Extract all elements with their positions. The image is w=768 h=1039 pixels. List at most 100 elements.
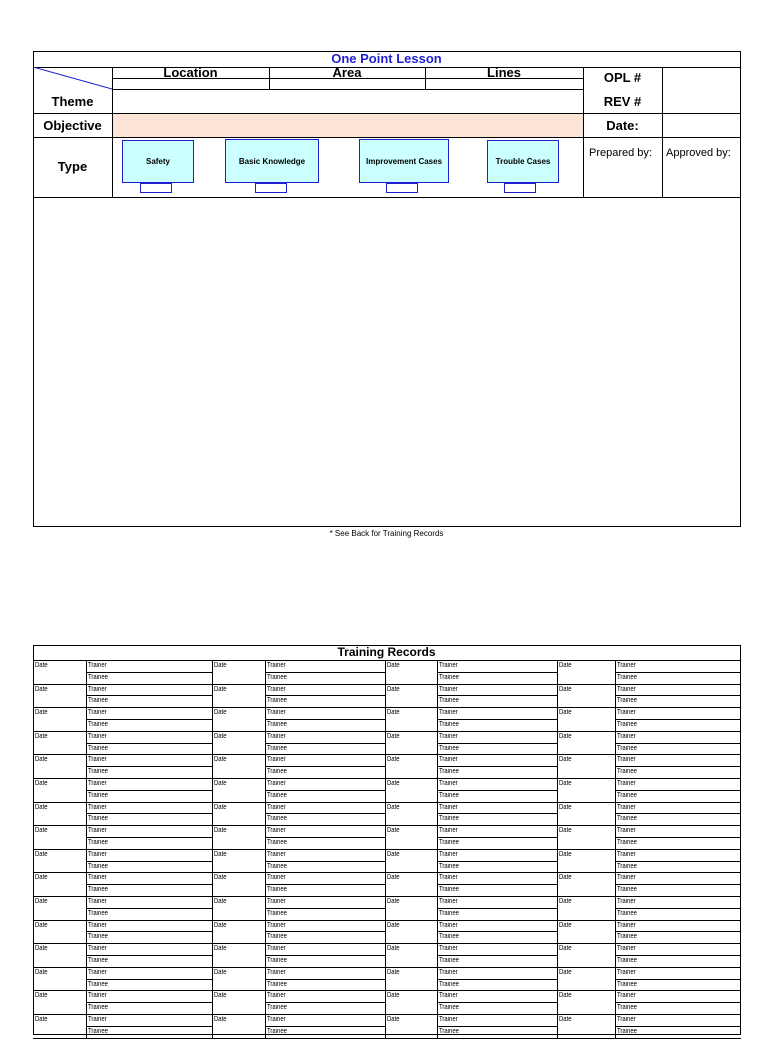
type-basic-knowledge-box: Basic Knowledge xyxy=(225,139,319,183)
record-trainer-label: Trainer xyxy=(439,968,458,976)
record-date-label: Date xyxy=(559,1016,572,1023)
record-date-label: Date xyxy=(35,921,48,929)
record-trainee-label: Trainee xyxy=(267,697,287,705)
record-date-label: Date xyxy=(35,780,48,787)
record-trainee-label: Trainee xyxy=(617,933,637,941)
footnote: * See Back for Training Records xyxy=(329,529,444,538)
lines-field[interactable] xyxy=(426,79,582,89)
rev-number-field[interactable] xyxy=(663,114,740,137)
type-trouble-cases-label: Trouble Cases xyxy=(495,157,551,166)
record-trainer-label: Trainer xyxy=(267,685,286,693)
area-field[interactable] xyxy=(270,79,424,89)
record-trainee-label: Trainee xyxy=(88,744,108,752)
type-trouble-cases-box: Trouble Cases xyxy=(487,140,559,183)
record-date-label: Date xyxy=(387,827,400,835)
lesson-content-area[interactable] xyxy=(34,198,740,526)
record-trainee-label: Trainee xyxy=(88,862,108,870)
record-trainer-label: Trainer xyxy=(617,992,636,1000)
record-date-label: Date xyxy=(387,756,400,764)
type-safety-checkbox[interactable] xyxy=(140,183,172,193)
opl-number-field[interactable] xyxy=(663,68,740,113)
record-trainee-label: Trainee xyxy=(267,815,287,823)
record-date-label: Date xyxy=(35,1016,48,1023)
record-trainee-label: Trainee xyxy=(439,862,459,870)
record-trainer-label: Trainer xyxy=(267,921,286,929)
record-trainee-label: Trainee xyxy=(617,744,637,752)
record-trainer-label: Trainer xyxy=(439,827,458,835)
record-trainer-label: Trainer xyxy=(267,803,286,811)
record-date-label: Date xyxy=(214,874,227,882)
location-field[interactable] xyxy=(113,79,268,89)
record-trainer-label: Trainer xyxy=(267,827,286,835)
record-trainer-label: Trainer xyxy=(267,1016,286,1023)
objective-label: Objective xyxy=(43,118,102,133)
record-trainee-label: Trainee xyxy=(267,839,287,846)
record-trainee-label: Trainee xyxy=(267,909,287,917)
record-trainer-label: Trainer xyxy=(439,709,458,717)
record-trainer-label: Trainer xyxy=(88,945,107,953)
type-improvement-cases-checkbox[interactable] xyxy=(386,183,418,193)
record-trainer-label: Trainer xyxy=(439,756,458,764)
record-trainer-label: Trainer xyxy=(617,968,636,976)
record-trainer-label: Trainer xyxy=(267,945,286,953)
record-trainer-label: Trainer xyxy=(439,850,458,858)
record-trainee-label: Trainee xyxy=(267,1027,287,1035)
record-date-label: Date xyxy=(387,874,400,882)
record-trainer-label: Trainer xyxy=(88,662,107,669)
record-trainer-label: Trainer xyxy=(88,780,107,787)
record-trainer-label: Trainer xyxy=(267,732,286,740)
record-trainee-label: Trainee xyxy=(88,1027,108,1035)
record-date-label: Date xyxy=(35,803,48,811)
record-trainee-label: Trainee xyxy=(617,1004,637,1012)
record-trainer-label: Trainer xyxy=(439,732,458,740)
record-trainer-label: Trainer xyxy=(617,732,636,740)
record-trainer-label: Trainer xyxy=(267,898,286,905)
type-basic-knowledge-checkbox[interactable] xyxy=(255,183,287,193)
record-trainer-label: Trainer xyxy=(439,685,458,693)
record-trainer-label: Trainer xyxy=(88,850,107,858)
record-date-label: Date xyxy=(387,850,400,858)
record-date-label: Date xyxy=(387,992,400,1000)
type-safety-label: Safety xyxy=(145,157,170,166)
record-date-label: Date xyxy=(387,968,400,976)
type-improvement-cases-box: Improvement Cases xyxy=(359,139,449,183)
record-trainer-label: Trainer xyxy=(88,827,107,835)
record-date-label: Date xyxy=(35,945,48,953)
record-trainee-label: Trainee xyxy=(88,768,108,776)
record-trainee-label: Trainee xyxy=(617,886,637,894)
approved-by-label: Approved by: xyxy=(666,147,731,159)
record-trainee-label: Trainee xyxy=(439,697,459,705)
record-date-label: Date xyxy=(559,945,572,953)
record-trainee-label: Trainee xyxy=(439,957,459,964)
location-header: Location xyxy=(163,65,218,80)
objective-field[interactable] xyxy=(113,114,583,137)
record-date-label: Date xyxy=(214,780,227,787)
record-trainer-label: Trainer xyxy=(88,803,107,811)
record-trainee-label: Trainee xyxy=(439,673,459,681)
type-safety-box: Safety xyxy=(122,140,194,183)
opl-title: One Point Lesson xyxy=(331,51,442,66)
type-trouble-cases-checkbox[interactable] xyxy=(504,183,536,193)
record-trainer-label: Trainer xyxy=(267,992,286,1000)
record-date-label: Date xyxy=(387,803,400,811)
opl-outer-border xyxy=(33,51,741,527)
theme-label: Theme xyxy=(51,94,94,109)
record-date-label: Date xyxy=(35,992,48,1000)
theme-field[interactable] xyxy=(113,90,582,113)
record-date-label: Date xyxy=(214,945,227,953)
record-trainee-label: Trainee xyxy=(88,933,108,941)
record-trainee-label: Trainee xyxy=(617,815,637,823)
record-date-label: Date xyxy=(214,732,227,740)
record-trainee-label: Trainee xyxy=(617,839,637,846)
record-trainer-label: Trainer xyxy=(267,850,286,858)
record-date-label: Date xyxy=(559,992,572,1000)
record-date-label: Date xyxy=(387,709,400,717)
record-trainee-label: Trainee xyxy=(88,791,108,799)
record-trainer-label: Trainer xyxy=(88,968,107,976)
record-trainee-label: Trainee xyxy=(267,721,287,728)
record-date-label: Date xyxy=(35,968,48,976)
record-trainer-label: Trainer xyxy=(88,992,107,1000)
record-date-label: Date xyxy=(559,662,572,669)
record-trainer-label: Trainer xyxy=(617,803,636,811)
record-trainer-label: Trainer xyxy=(88,898,107,905)
